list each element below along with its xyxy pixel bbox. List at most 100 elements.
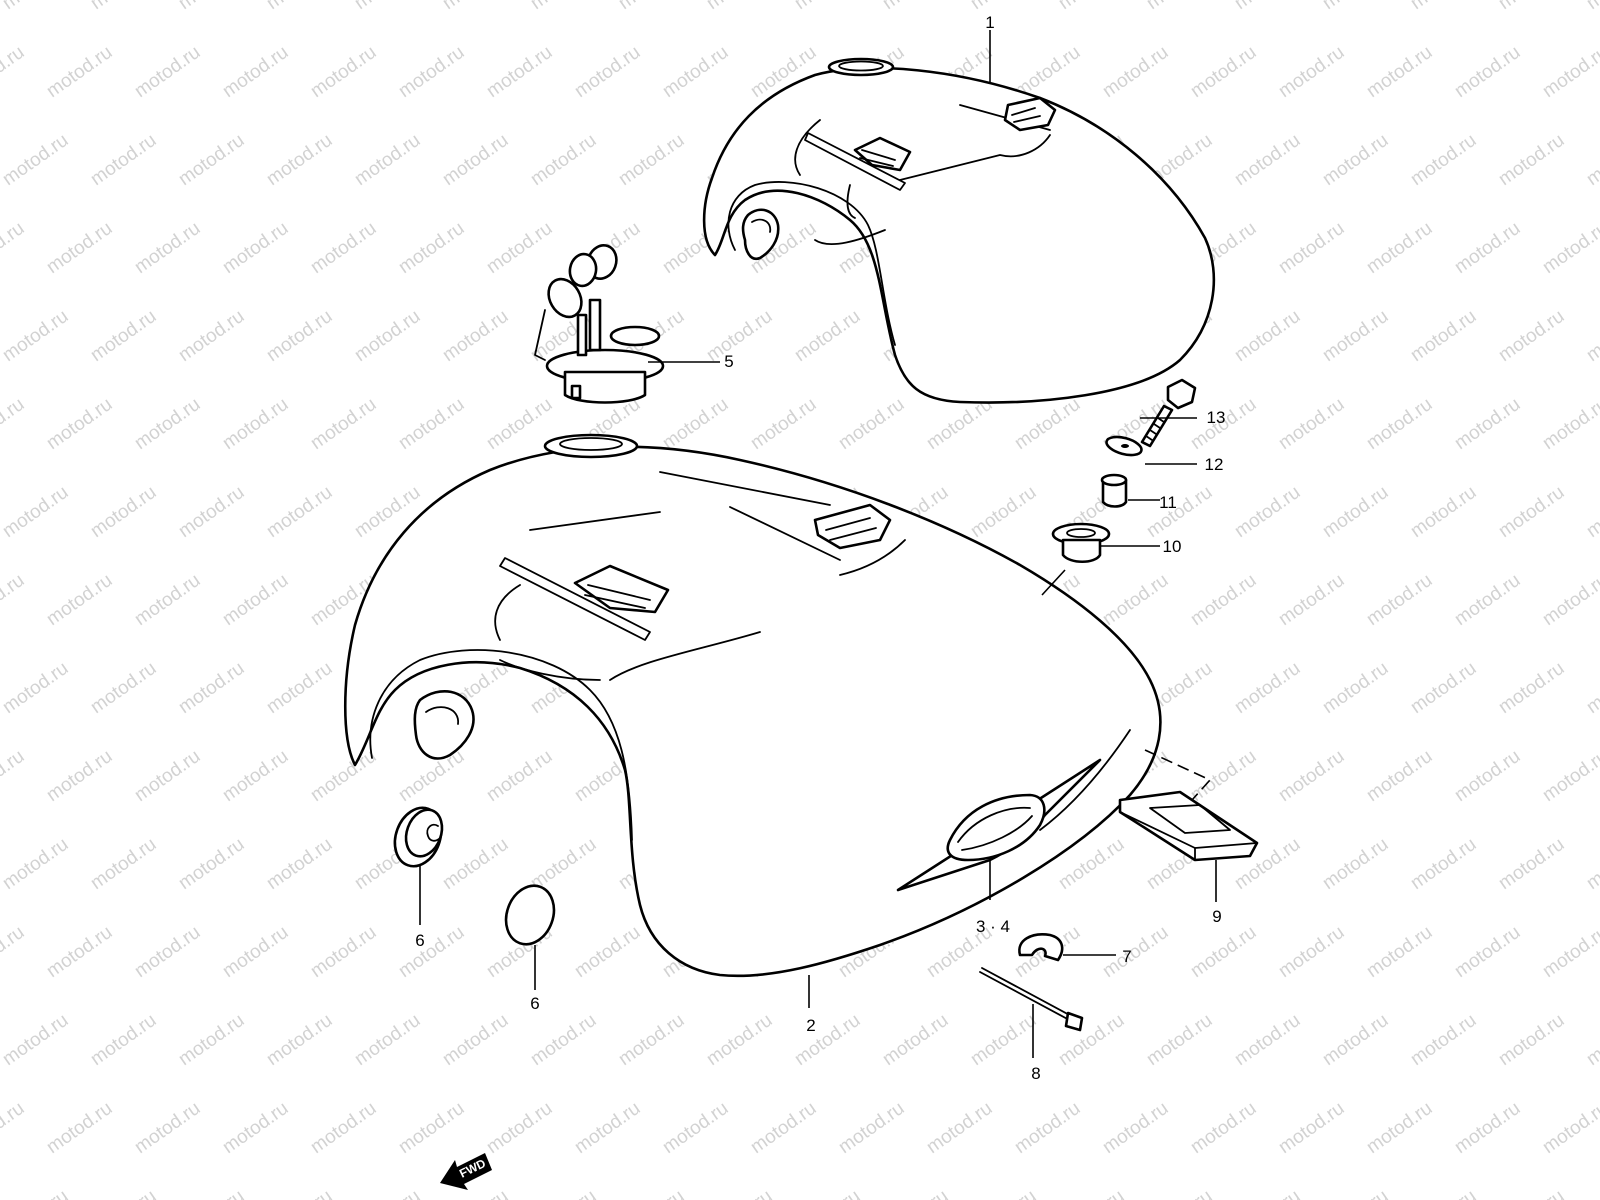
watermark-text: motod.ru bbox=[0, 922, 28, 982]
watermark-text: motod.ru bbox=[791, 1186, 864, 1200]
watermark-text: motod.ru bbox=[835, 1098, 908, 1158]
watermark-text: motod.ru bbox=[0, 570, 28, 630]
watermark-text: motod.ru bbox=[1583, 306, 1600, 366]
watermark-text: motod.ru bbox=[527, 0, 600, 14]
callout-9: 9 bbox=[1212, 907, 1221, 926]
watermark-text: motod.ru bbox=[1583, 834, 1600, 894]
watermark-text: motod.ru bbox=[263, 658, 336, 718]
watermark-text: motod.ru bbox=[175, 482, 248, 542]
watermark-text: motod.ru bbox=[263, 482, 336, 542]
watermark-text: motod.ru bbox=[967, 1010, 1040, 1070]
watermark-text: motod.ru bbox=[1363, 746, 1436, 806]
watermark-text: motod.ru bbox=[1319, 1186, 1392, 1200]
watermark-text: motod.ru bbox=[703, 306, 776, 366]
watermark-text: motod.ru bbox=[1187, 42, 1260, 102]
callout-7: 7 bbox=[1122, 947, 1131, 966]
watermark-text: motod.ru bbox=[1407, 1186, 1480, 1200]
watermark-text: motod.ru bbox=[1495, 1186, 1568, 1200]
watermark-text: motod.ru bbox=[43, 1098, 116, 1158]
washer bbox=[1105, 435, 1143, 457]
grommet-6b bbox=[504, 884, 556, 946]
watermark-text: motod.ru bbox=[703, 1010, 776, 1070]
watermark-text: motod.ru bbox=[439, 834, 512, 894]
watermark-text: motod.ru bbox=[1363, 42, 1436, 102]
watermark-text: motod.ru bbox=[703, 0, 776, 14]
watermark-text: motod.ru bbox=[1187, 922, 1260, 982]
watermark-text: motod.ru bbox=[175, 1010, 248, 1070]
watermark-text: motod.ru bbox=[967, 0, 1040, 14]
watermark-text: motod.ru bbox=[395, 922, 468, 982]
watermark-text: motod.ru bbox=[1143, 482, 1216, 542]
watermark-text: motod.ru bbox=[791, 1010, 864, 1070]
callout-1: 1 bbox=[985, 13, 994, 32]
watermark-text: motod.ru bbox=[1231, 1186, 1304, 1200]
watermark-text: motod.ru bbox=[1143, 1186, 1216, 1200]
watermark-text: motod.ru bbox=[307, 218, 380, 278]
callout-3-4: 3 · 4 bbox=[976, 917, 1010, 936]
watermark-text: motod.ru bbox=[87, 1186, 160, 1200]
watermark-text: motod.ru bbox=[1451, 922, 1524, 982]
watermark-text: motod.ru bbox=[175, 658, 248, 718]
callout-13: 13 bbox=[1207, 408, 1226, 427]
callout-12: 12 bbox=[1205, 455, 1224, 474]
watermark-text: motod.ru bbox=[439, 0, 512, 14]
watermark-text: motod.ru bbox=[439, 1010, 512, 1070]
watermark-text: motod.ru bbox=[0, 1098, 28, 1158]
cable-tie bbox=[979, 967, 1084, 1032]
watermark-text: motod.ru bbox=[87, 0, 160, 14]
watermark-text: motod.ru bbox=[131, 922, 204, 982]
watermark-text: motod.ru bbox=[615, 130, 688, 190]
watermark-text: motod.ru bbox=[0, 130, 72, 190]
watermark-text: motod.ru bbox=[1539, 746, 1600, 806]
watermark-text: motod.ru bbox=[219, 42, 292, 102]
watermark-text: motod.ru bbox=[175, 834, 248, 894]
fuel-tank-lower bbox=[344, 433, 1162, 978]
watermark-text: motod.ru bbox=[527, 1010, 600, 1070]
watermark-text: motod.ru bbox=[131, 218, 204, 278]
watermark-text: motod.ru bbox=[131, 394, 204, 454]
watermark-text: motod.ru bbox=[395, 394, 468, 454]
watermark-text: motod.ru bbox=[1451, 42, 1524, 102]
watermark-text: motod.ru bbox=[1055, 1186, 1128, 1200]
watermark-text: motod.ru bbox=[879, 0, 952, 14]
watermark-text: motod.ru bbox=[307, 42, 380, 102]
watermark-text: motod.ru bbox=[307, 922, 380, 982]
watermark-text: motod.ru bbox=[1451, 746, 1524, 806]
watermark-text: motod.ru bbox=[791, 306, 864, 366]
watermark-text: motod.ru bbox=[659, 42, 732, 102]
watermark-text: motod.ru bbox=[1495, 834, 1568, 894]
watermark-text: motod.ru bbox=[1231, 658, 1304, 718]
watermark-text: motod.ru bbox=[1319, 658, 1392, 718]
watermark-text: motod.ru bbox=[1539, 42, 1600, 102]
watermark-text: motod.ru bbox=[527, 1186, 600, 1200]
callout-8: 8 bbox=[1031, 1064, 1040, 1083]
watermark-text: motod.ru bbox=[1539, 218, 1600, 278]
watermark-text: motod.ru bbox=[571, 42, 644, 102]
watermark-text: motod.ru bbox=[1319, 1010, 1392, 1070]
watermark-text: motod.ru bbox=[1363, 922, 1436, 982]
watermark-text: motod.ru bbox=[351, 0, 424, 14]
watermark-text: motod.ru bbox=[967, 482, 1040, 542]
tank-emblem bbox=[896, 758, 1102, 892]
watermark-text: motod.ru bbox=[571, 1098, 644, 1158]
watermark-text: motod.ru bbox=[263, 306, 336, 366]
watermark-text: motod.ru bbox=[307, 746, 380, 806]
watermark-text: motod.ru bbox=[395, 218, 468, 278]
watermark-text: motod.ru bbox=[87, 658, 160, 718]
callout-2: 2 bbox=[806, 1016, 815, 1035]
watermark-text: motod.ru bbox=[87, 130, 160, 190]
watermark-text: motod.ru bbox=[1363, 394, 1436, 454]
watermark-text: motod.ru bbox=[923, 1098, 996, 1158]
watermark-text: motod.ru bbox=[307, 1098, 380, 1158]
watermark-text: motod.ru bbox=[0, 1186, 72, 1200]
watermark-text: motod.ru bbox=[263, 0, 336, 14]
watermark-text: motod.ru bbox=[219, 570, 292, 630]
watermark-text: motod.ru bbox=[527, 130, 600, 190]
watermark-text: motod.ru bbox=[1583, 658, 1600, 718]
watermark-text: motod.ru bbox=[483, 218, 556, 278]
callout-11: 11 bbox=[1159, 493, 1177, 512]
callout-6a: 6 bbox=[415, 931, 424, 950]
watermark-text: motod.ru bbox=[131, 42, 204, 102]
